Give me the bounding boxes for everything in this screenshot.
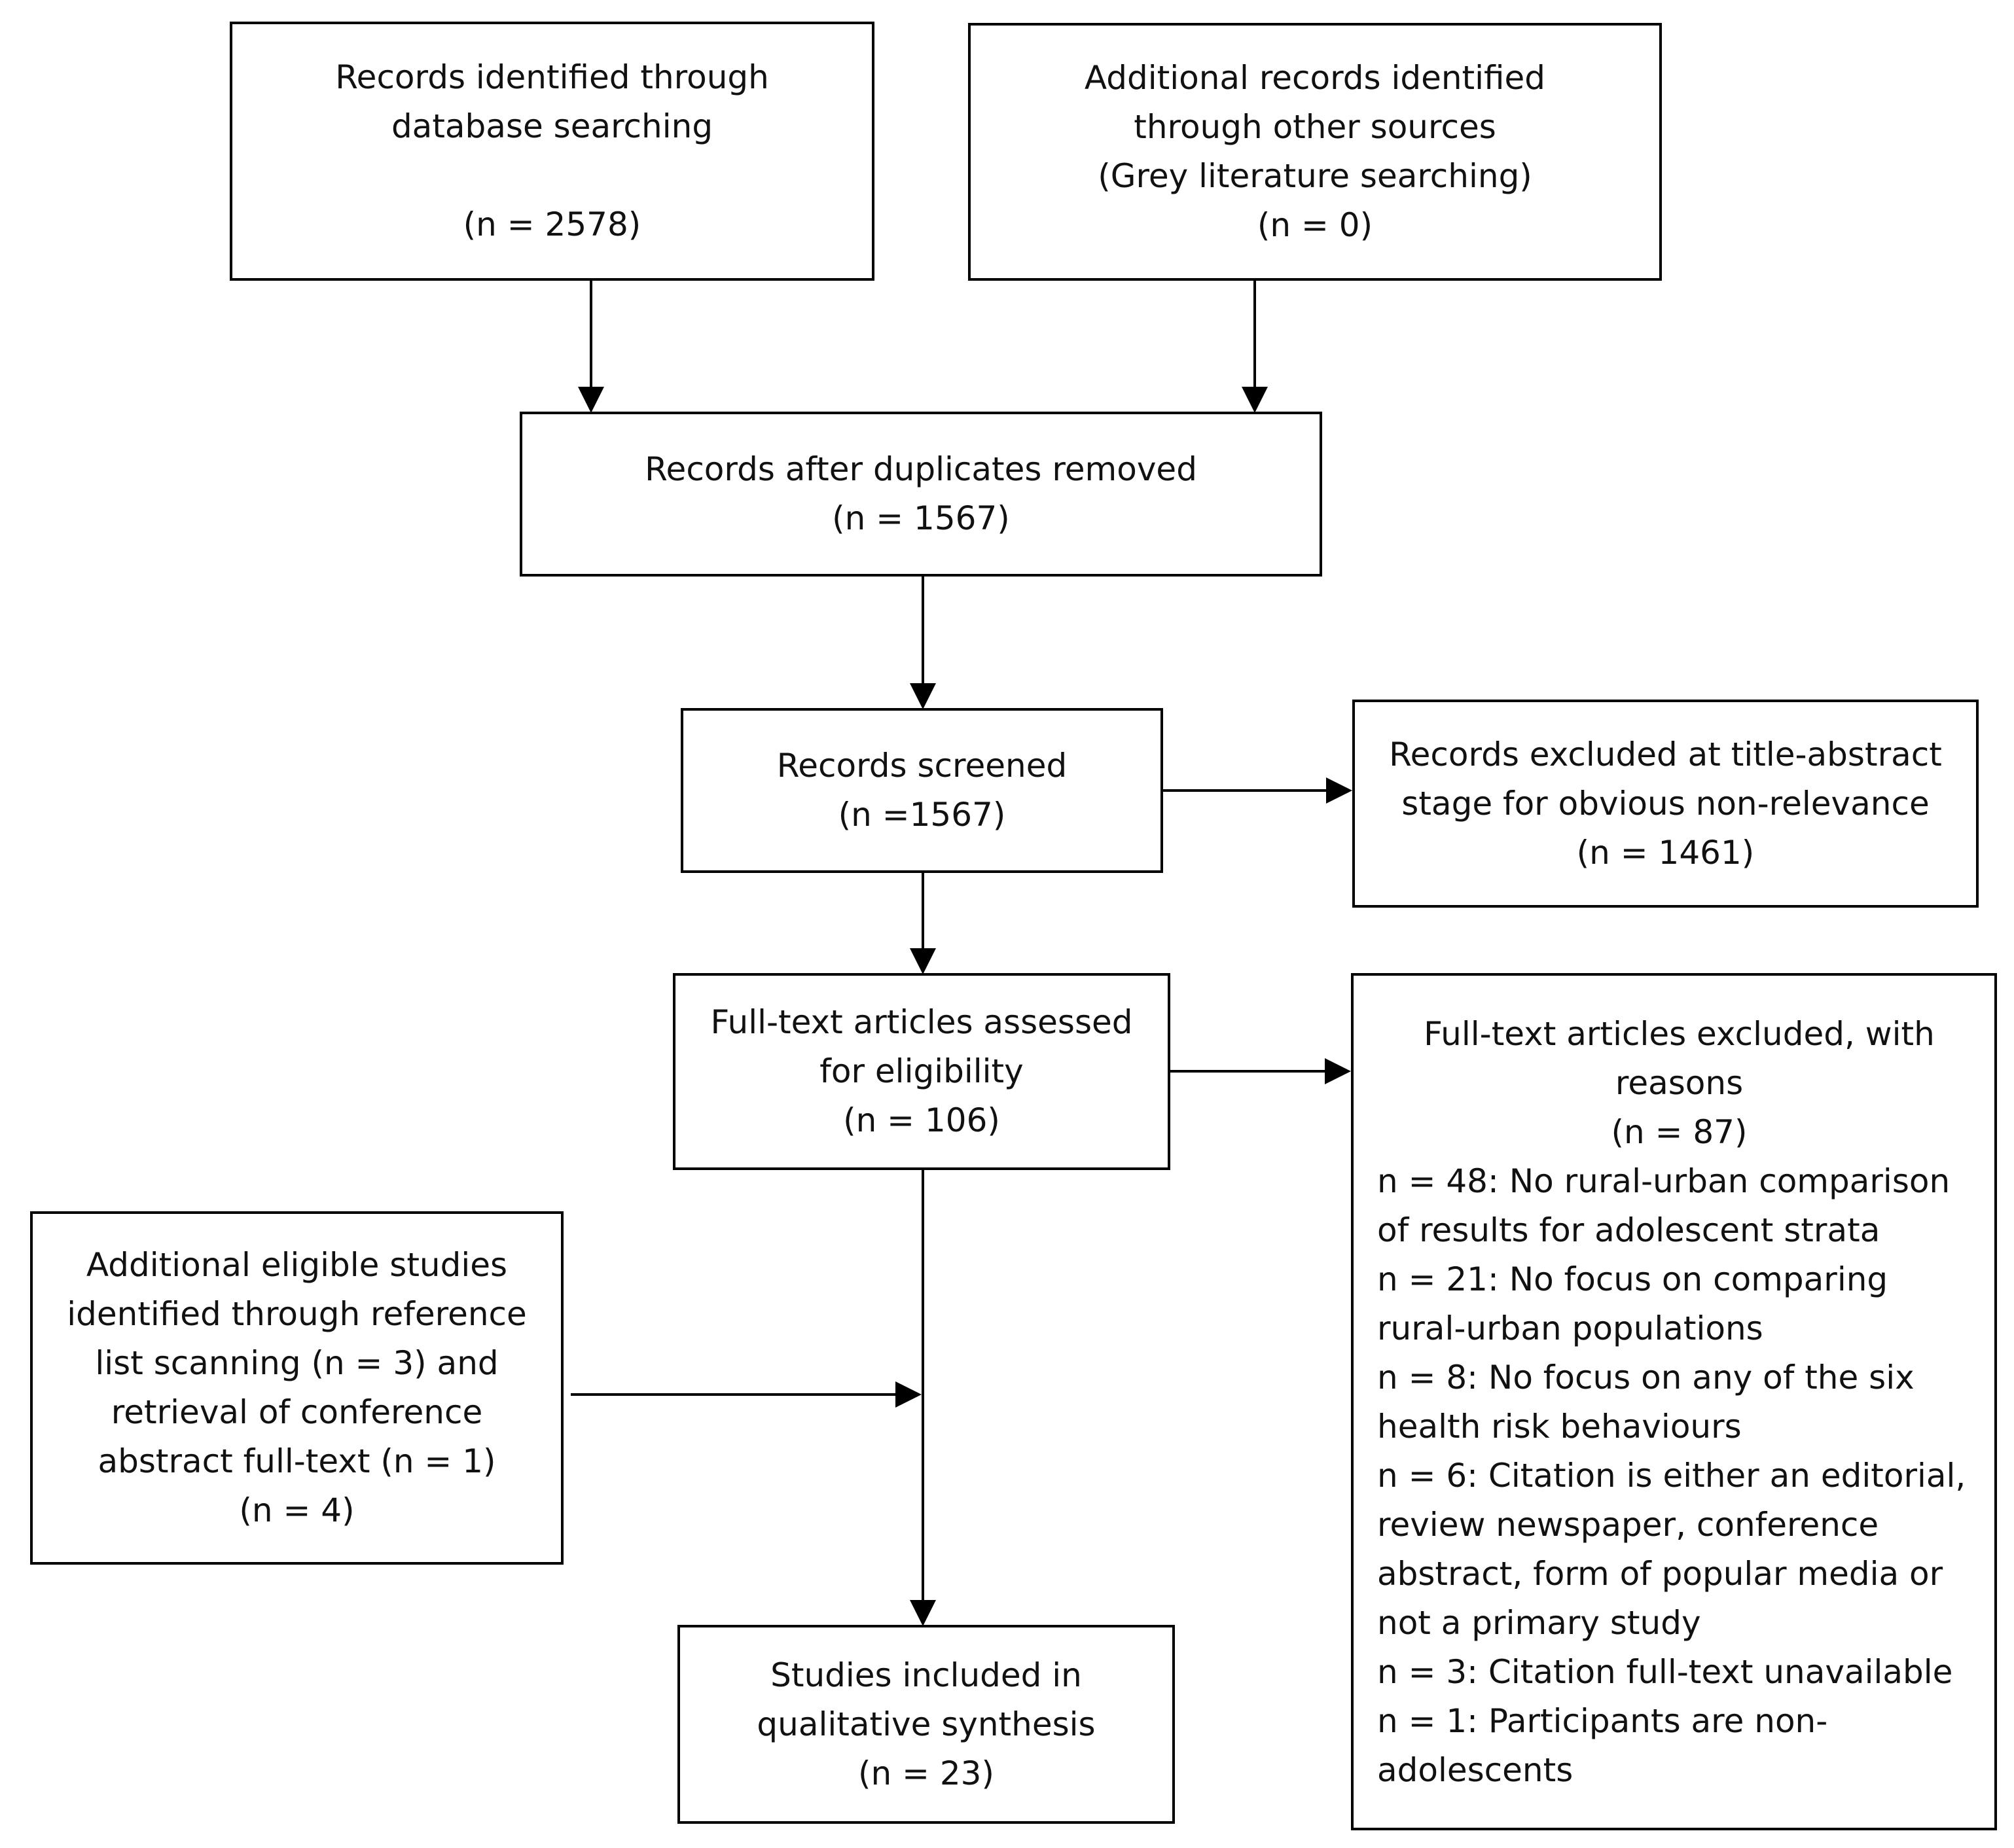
exclusion-reason-line: n = 8: No focus on any of the six bbox=[1377, 1359, 1915, 1396]
box-text-line: Records after duplicates removed bbox=[645, 450, 1197, 488]
exclusion-reason-line: review newspaper, conference bbox=[1377, 1506, 1879, 1544]
box-additional-records-other-sources: Additional records identified through ot… bbox=[968, 23, 1662, 281]
box-records-after-duplicates-removed: Records after duplicates removed (n = 15… bbox=[520, 412, 1322, 577]
box-text-line: qualitative synthesis bbox=[757, 1705, 1096, 1743]
box-text-line: for eligibility bbox=[819, 1052, 1024, 1090]
box-text-line: (Grey literature searching) bbox=[1098, 157, 1532, 195]
box-text-line: Studies included in bbox=[770, 1656, 1082, 1694]
exclusion-reason-line: n = 21: No focus on comparing bbox=[1377, 1260, 1888, 1298]
box-text-line: database searching bbox=[391, 107, 713, 145]
box-full-text-excluded-reasons: Full-text articles excluded, with reason… bbox=[1351, 973, 1997, 1830]
box-count: (n = 2578) bbox=[463, 205, 641, 243]
box-text-line: reasons bbox=[1615, 1064, 1744, 1102]
exclusion-reason-line: n = 3: Citation full-text unavailable bbox=[1377, 1653, 1953, 1691]
exclusion-reason-line: rural-urban populations bbox=[1377, 1309, 1763, 1347]
box-text-line: identified through reference bbox=[67, 1295, 527, 1333]
box-text-line: Records screened bbox=[776, 747, 1068, 785]
box-text-line: retrieval of conference bbox=[111, 1393, 483, 1431]
box-records-excluded-title-abstract: Records excluded at title-abstract stage… bbox=[1352, 700, 1979, 908]
box-count: (n = 4) bbox=[239, 1491, 355, 1529]
exclusion-reason-line: adolescents bbox=[1377, 1751, 1573, 1789]
exclusion-reason-line: n = 48: No rural-urban comparison bbox=[1377, 1162, 1951, 1200]
box-count: (n = 106) bbox=[843, 1101, 1000, 1139]
exclusion-reason-line: not a primary study bbox=[1377, 1604, 1701, 1642]
box-count: (n =1567) bbox=[838, 796, 1006, 834]
exclusion-reason-line: n = 6: Citation is either an editorial, bbox=[1377, 1457, 1966, 1495]
exclusion-reason-line: of results for adolescent strata bbox=[1377, 1211, 1880, 1249]
box-count: (n = 23) bbox=[857, 1754, 994, 1792]
box-records-identified-database: Records identified through database sear… bbox=[230, 22, 874, 281]
box-text-line: Records identified through bbox=[335, 58, 769, 96]
box-text-line: Records excluded at title-abstract bbox=[1389, 735, 1942, 773]
box-count: (n = 1567) bbox=[832, 499, 1010, 537]
box-text-line: list scanning (n = 3) and bbox=[95, 1344, 499, 1382]
box-records-screened: Records screened (n =1567) bbox=[681, 708, 1163, 873]
box-additional-eligible-studies: Additional eligible studies identified t… bbox=[30, 1211, 564, 1565]
box-studies-included: Studies included in qualitative synthesi… bbox=[677, 1625, 1175, 1824]
box-text-line: through other sources bbox=[1134, 108, 1496, 146]
box-text-line: stage for obvious non-relevance bbox=[1401, 784, 1930, 823]
box-count: (n = 87) bbox=[1611, 1113, 1748, 1151]
box-full-text-assessed: Full-text articles assessed for eligibil… bbox=[673, 973, 1170, 1170]
box-count: (n = 1461) bbox=[1576, 833, 1755, 872]
box-text-line: Additional eligible studies bbox=[86, 1246, 508, 1284]
box-text-line: Full-text articles excluded, with bbox=[1424, 1015, 1935, 1053]
exclusion-reason-line: abstract, form of popular media or bbox=[1377, 1555, 1943, 1593]
box-text-line: abstract full-text (n = 1) bbox=[98, 1442, 496, 1480]
box-text-line: Additional records identified bbox=[1084, 59, 1546, 97]
exclusion-reason-line: health risk behaviours bbox=[1377, 1408, 1742, 1446]
exclusion-reason-line: n = 1: Participants are non- bbox=[1377, 1702, 1828, 1740]
box-count: (n = 0) bbox=[1257, 206, 1373, 244]
box-text-line: Full-text articles assessed bbox=[710, 1003, 1133, 1041]
